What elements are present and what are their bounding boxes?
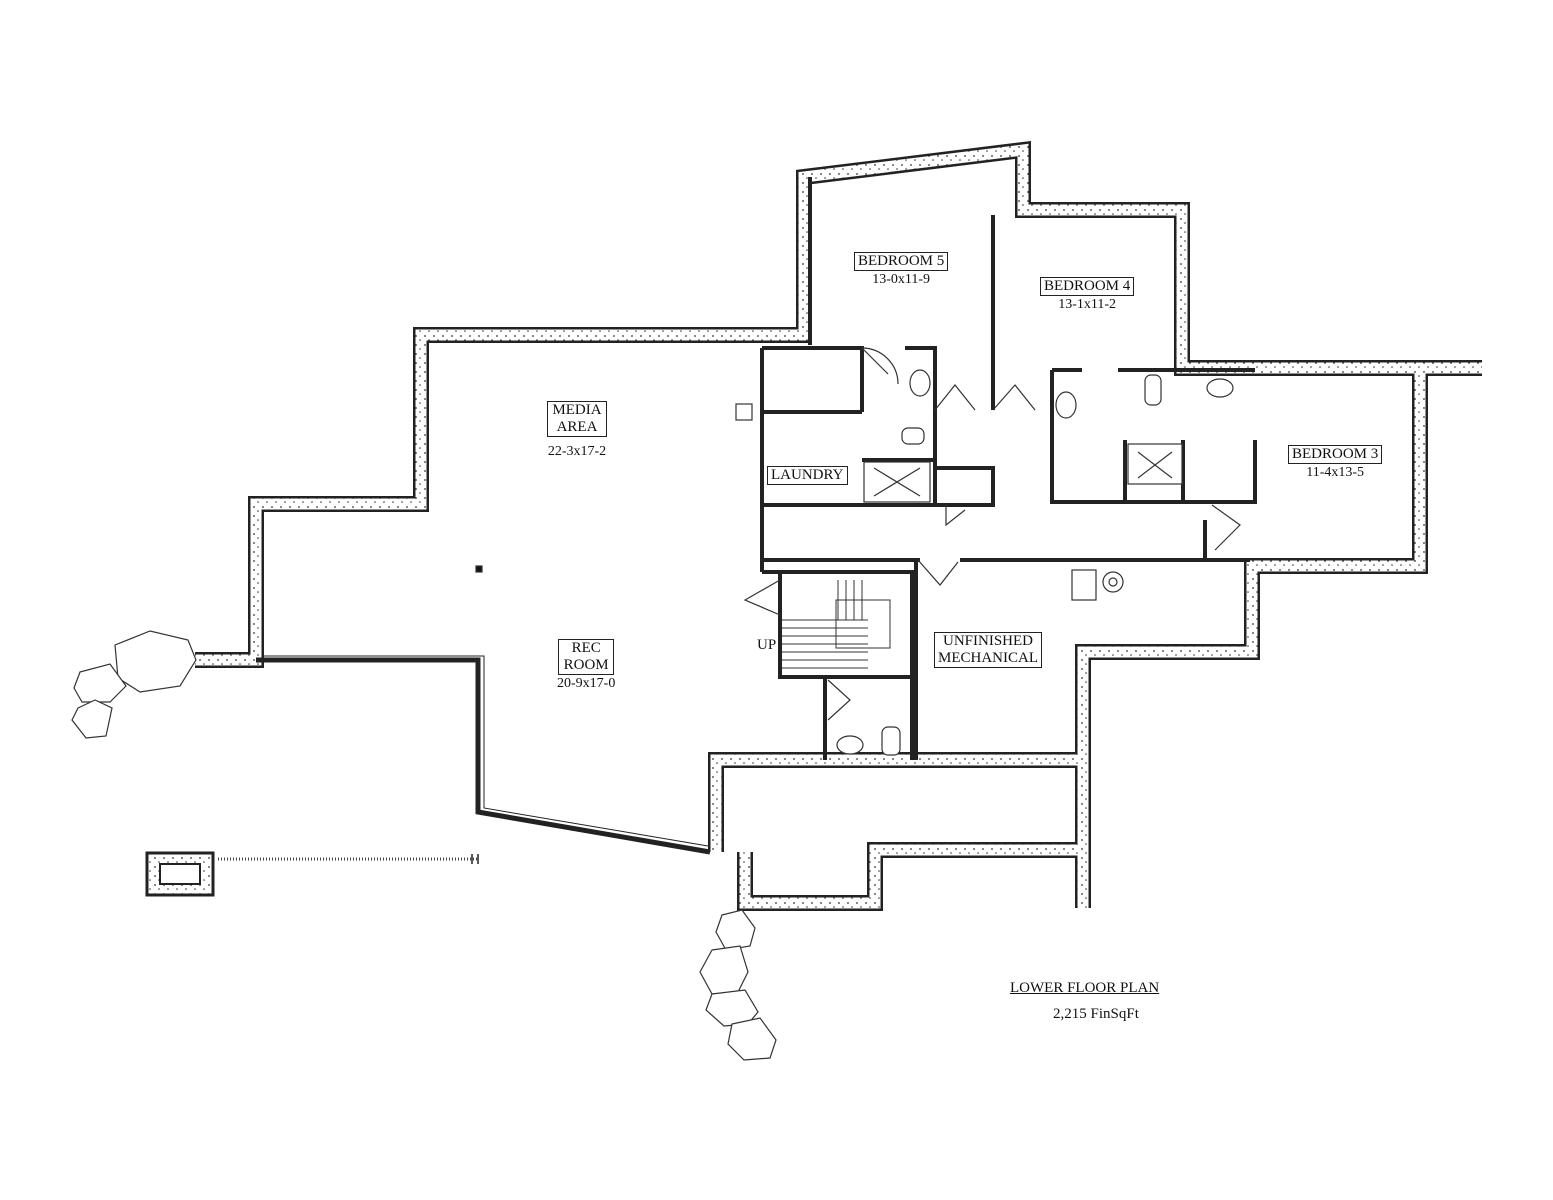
- exterior-walls: [195, 140, 1482, 911]
- room-name: UNFINISHED MECHANICAL: [934, 632, 1042, 668]
- room-bedroom-4: BEDROOM 4 13-1x11-2: [1040, 277, 1135, 313]
- plan-area: 2,215 FinSqFt: [1053, 1006, 1139, 1022]
- room-name-line: MEDIA: [552, 402, 602, 418]
- room-size: 22-3x17-2: [547, 444, 607, 459]
- room-name-line: MECHANICAL: [938, 650, 1038, 666]
- room-name-line: UNFINISHED: [943, 633, 1033, 649]
- room-size: 11-4x13-5: [1306, 465, 1365, 480]
- stepping-stones: [71, 630, 777, 1061]
- doors: [743, 347, 1241, 721]
- room-name: LAUNDRY: [767, 466, 848, 485]
- fire-pit: [145, 851, 479, 897]
- stairs: [782, 580, 891, 669]
- room-bedroom-3: BEDROOM 3 11-4x13-5: [1288, 445, 1383, 481]
- stair-up-label: UP: [757, 637, 777, 653]
- room-name: BEDROOM 5: [854, 252, 949, 271]
- room-name: BEDROOM 4: [1040, 277, 1135, 296]
- room-bedroom-5: BEDROOM 5 13-0x11-9: [854, 252, 949, 288]
- rec-room-windows: [256, 655, 711, 855]
- room-laundry: LAUNDRY: [767, 466, 848, 485]
- fixtures: [475, 369, 1234, 756]
- room-name: MEDIA AREA: [547, 401, 607, 437]
- room-name: BEDROOM 3: [1288, 445, 1383, 464]
- interior-walls: [760, 177, 1257, 760]
- room-media-area: MEDIA AREA 22-3x17-2: [547, 401, 607, 460]
- room-size: 13-1x11-2: [1058, 297, 1117, 312]
- room-size: 20-9x17-0: [557, 676, 616, 691]
- room-size: 13-0x11-9: [872, 272, 931, 287]
- room-rec-room: REC ROOM 20-9x17-0: [557, 639, 615, 692]
- room-name-line: AREA: [556, 419, 598, 435]
- plan-title: LOWER FLOOR PLAN: [1010, 980, 1160, 996]
- room-name-line: REC: [571, 640, 601, 656]
- room-name: REC ROOM: [558, 639, 615, 675]
- room-name-line: ROOM: [563, 657, 609, 673]
- room-unfinished-mechanical: UNFINISHED MECHANICAL: [934, 632, 1042, 668]
